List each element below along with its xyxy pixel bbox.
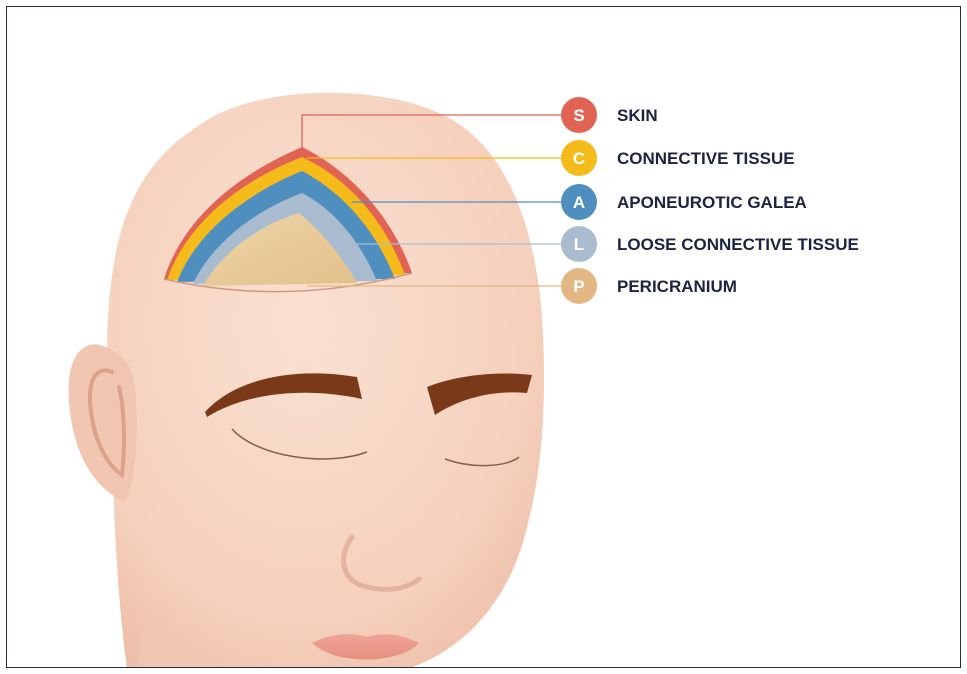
legend-label: CONNECTIVE TISSUE bbox=[617, 149, 795, 168]
ear bbox=[69, 344, 137, 502]
legend-label: LOOSE CONNECTIVE TISSUE bbox=[617, 235, 859, 254]
badge-letter: P bbox=[573, 277, 584, 296]
legend-item-loose-connective-tissue: L LOOSE CONNECTIVE TISSUE bbox=[561, 226, 859, 262]
legend-item-connective-tissue: C CONNECTIVE TISSUE bbox=[561, 140, 795, 176]
badge-letter: C bbox=[573, 149, 585, 168]
badge-letter: A bbox=[573, 193, 585, 212]
legend: S SKIN C CONNECTIVE TISSUE A APONEUROTIC… bbox=[561, 97, 859, 304]
legend-item-pericranium: P PERICRANIUM bbox=[561, 268, 737, 304]
legend-label: SKIN bbox=[617, 106, 658, 125]
badge-letter: S bbox=[573, 106, 584, 125]
diagram-frame: S SKIN C CONNECTIVE TISSUE A APONEUROTIC… bbox=[6, 6, 961, 668]
legend-label: APONEUROTIC GALEA bbox=[617, 193, 807, 212]
scalp-illustration: S SKIN C CONNECTIVE TISSUE A APONEUROTIC… bbox=[7, 7, 961, 668]
badge-letter: L bbox=[574, 235, 584, 254]
legend-item-skin: S SKIN bbox=[561, 97, 658, 133]
legend-label: PERICRANIUM bbox=[617, 277, 737, 296]
legend-item-aponeurotic-galea: A APONEUROTIC GALEA bbox=[561, 184, 807, 220]
